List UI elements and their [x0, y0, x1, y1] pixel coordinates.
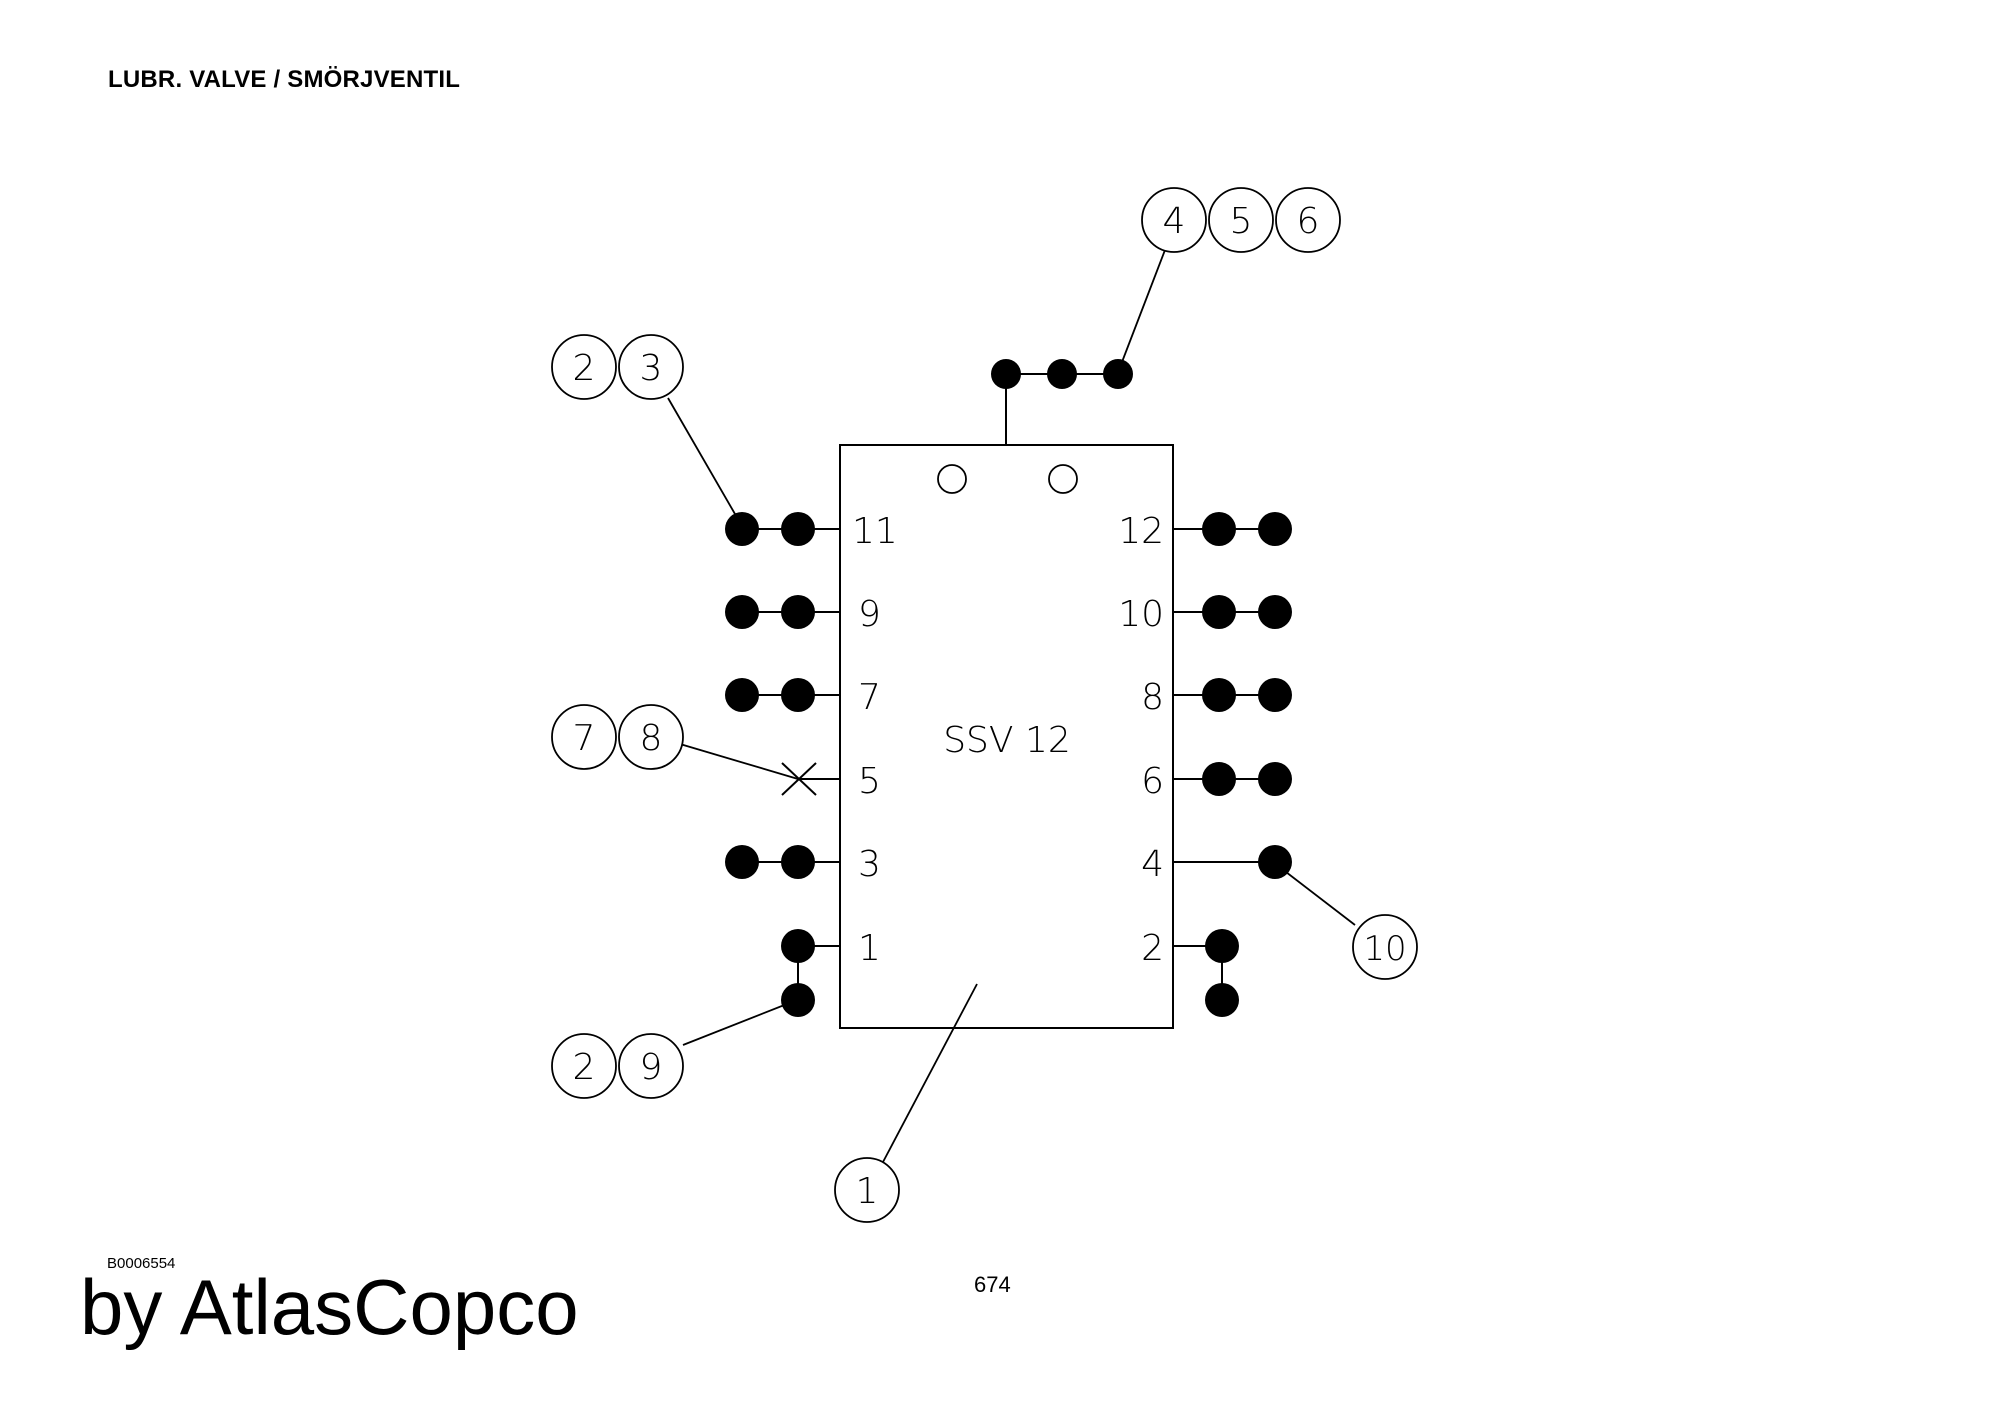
- connector-dot: [781, 595, 815, 629]
- port-label: 1: [858, 928, 881, 969]
- callout-number: 1: [856, 1171, 879, 1212]
- connector-dot: [725, 512, 759, 546]
- callout-number: 3: [640, 348, 663, 389]
- port-label: 10: [1118, 594, 1164, 635]
- callout-number: 4: [1163, 201, 1186, 242]
- connector-dot: [781, 512, 815, 546]
- port-label: 7: [858, 677, 881, 718]
- callout-number: 7: [573, 718, 596, 759]
- top-connection: [991, 249, 1166, 445]
- connector-dot: [781, 845, 815, 879]
- connector-dot: [1258, 762, 1292, 796]
- document-id: B0006554: [107, 1255, 176, 1272]
- callout-10: 10: [1352, 914, 1418, 980]
- connector-dot: [781, 929, 815, 963]
- port-label: 9: [858, 594, 881, 635]
- callout-number: 8: [640, 718, 663, 759]
- connector-dot: [725, 595, 759, 629]
- port-label: 8: [1141, 677, 1164, 718]
- left-port-labels: 11 9 7 5 3 1: [852, 511, 898, 969]
- port-label: 3: [858, 844, 881, 885]
- mounting-hole: [937, 464, 967, 494]
- page-number: 674: [974, 1272, 1011, 1297]
- callout-2-3: 2 3: [551, 334, 684, 400]
- callout-number: 10: [1363, 929, 1406, 969]
- port-label: 4: [1141, 844, 1164, 885]
- connector-dot: [1202, 595, 1236, 629]
- connector-dot: [1258, 595, 1292, 629]
- leader-lines: [667, 397, 1356, 1163]
- connector-dot: [1258, 845, 1292, 879]
- connector-dot: [1205, 983, 1239, 1017]
- callout-number: 6: [1297, 201, 1320, 242]
- connector-dot: [725, 845, 759, 879]
- callout-number: 2: [573, 348, 596, 389]
- port-label: 12: [1118, 511, 1164, 552]
- port-label: 6: [1141, 761, 1164, 802]
- connector-dot: [1205, 929, 1239, 963]
- connector-dot: [1103, 359, 1133, 389]
- callout-number: 9: [640, 1047, 663, 1088]
- connector-dot: [1047, 359, 1077, 389]
- brand-watermark: by AtlasCopco: [80, 1263, 579, 1351]
- callout-4-5-6: 4 5 6: [1141, 187, 1341, 253]
- left-port-connections: [725, 512, 840, 1017]
- connector-dot: [1258, 512, 1292, 546]
- connector-dot: [1202, 762, 1236, 796]
- connector-dot: [781, 983, 815, 1017]
- callout-number: 5: [1230, 201, 1253, 242]
- callout-2-9: 2 9: [551, 1033, 684, 1099]
- connector-dot: [991, 359, 1021, 389]
- connector-dot: [1258, 678, 1292, 712]
- page-title: LUBR. VALVE / SMÖRJVENTIL: [108, 66, 461, 93]
- port-label: 5: [858, 761, 881, 802]
- port-label: 2: [1141, 928, 1164, 969]
- connector-dot: [1202, 512, 1236, 546]
- callout-number: 2: [573, 1047, 596, 1088]
- callout-7-8: 7 8: [551, 704, 684, 770]
- callout-1: 1: [834, 1157, 900, 1223]
- connector-dot: [781, 678, 815, 712]
- right-port-connections: [1173, 512, 1292, 1017]
- connector-dot: [1202, 678, 1236, 712]
- plug-cross: [781, 762, 817, 796]
- component-label: SSV 12: [943, 720, 1071, 761]
- connector-dot: [725, 678, 759, 712]
- port-label: 11: [852, 511, 898, 552]
- mounting-hole: [1048, 464, 1078, 494]
- right-port-labels: 12 10 8 6 4 2: [1118, 511, 1164, 969]
